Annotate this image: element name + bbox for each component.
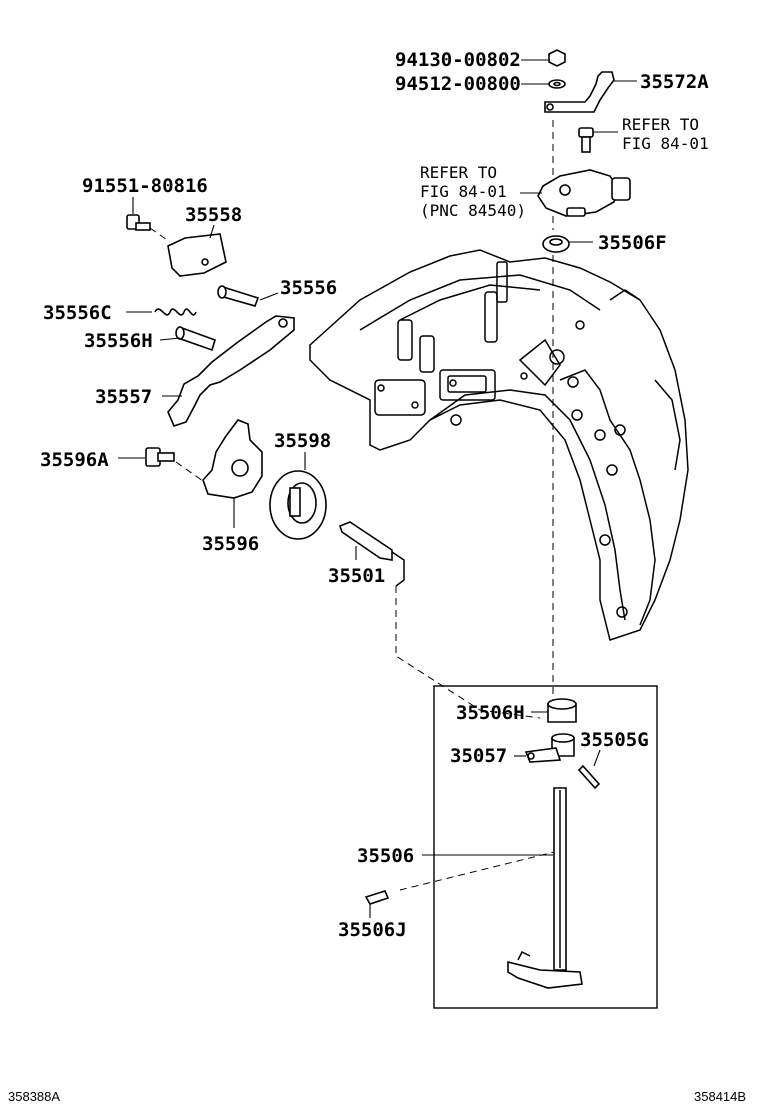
switch-bolt-part: [578, 127, 618, 153]
collar-35057-part: [514, 733, 575, 763]
label-35596a: 35596A: [40, 449, 109, 471]
plate-35558-part: [167, 224, 227, 277]
label-35501: 35501: [328, 565, 385, 587]
refer-note-2-line1: REFER TO: [420, 163, 497, 182]
label-35506f: 35506F: [598, 232, 667, 254]
pin-35505g-part: [577, 749, 601, 790]
footer-left-code: 358388A: [8, 1089, 60, 1104]
label-94130-00802: 94130-00802: [395, 49, 521, 71]
control-lever-part: [544, 71, 637, 113]
detent-lever-part: [162, 315, 295, 427]
label-35572a: 35572A: [640, 71, 709, 93]
footer-right-code: 358414B: [694, 1089, 746, 1104]
detent-spring-part: [202, 419, 263, 528]
label-35598: 35598: [274, 430, 331, 452]
label-35556h: 35556H: [84, 330, 153, 352]
refer-note-1-line2: FIG 84-01: [622, 134, 709, 153]
label-94512-00800: 94512-00800: [395, 73, 521, 95]
oil-seal-part: [542, 235, 593, 253]
label-35556: 35556: [280, 277, 337, 299]
label-35057: 35057: [450, 745, 507, 767]
pin-35556-part: [217, 285, 279, 307]
manual-shaft-box: [433, 685, 658, 1009]
sensor-35501-part: [339, 521, 405, 587]
label-35556c: 35556C: [43, 302, 112, 324]
pin-35556h-part: [159, 326, 216, 352]
washer-part: [521, 79, 566, 89]
manual-shaft-part: [399, 787, 583, 989]
refer-note-1-line1: REFER TO: [622, 115, 699, 134]
cam-35598-part: [269, 452, 327, 540]
label-35506h: 35506H: [456, 702, 525, 724]
label-35505g: 35505G: [580, 729, 649, 751]
label-35596: 35596: [202, 533, 259, 555]
label-35557: 35557: [95, 386, 152, 408]
spring-35556c-part: [126, 308, 197, 316]
neutral-switch-part: [520, 169, 631, 217]
transmission-housing: [309, 249, 689, 641]
leader-35501: [395, 586, 541, 719]
label-35506: 35506: [357, 845, 414, 867]
bolt-91551-part: [126, 197, 171, 243]
refer-note-2-line3: (PNC 84540): [420, 201, 526, 220]
nut-part: [521, 49, 566, 67]
collar-35506h-part: [531, 698, 577, 723]
pin-35506j-part: [364, 890, 390, 918]
refer-note-2-line2: FIG 84-01: [420, 182, 507, 201]
label-35558: 35558: [185, 204, 242, 226]
label-35506j: 35506J: [338, 919, 407, 941]
label-91551-80816: 91551-80816: [82, 175, 208, 197]
bolt-35596a-part: [118, 447, 211, 487]
